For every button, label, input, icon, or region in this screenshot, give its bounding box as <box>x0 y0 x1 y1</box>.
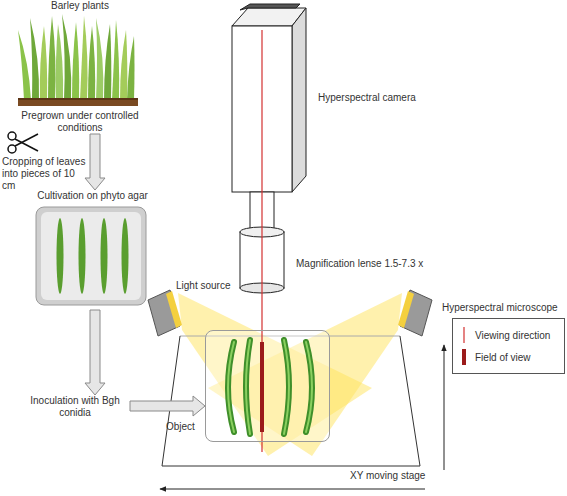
component-label: Light source <box>176 280 230 292</box>
grass-blade <box>80 16 88 100</box>
legend-row: Viewing direction <box>459 324 558 346</box>
grass-blade <box>40 26 47 100</box>
soil-edge <box>18 98 138 100</box>
grass-blade <box>88 26 95 100</box>
stage-edge <box>400 336 420 466</box>
object-plate <box>205 330 330 442</box>
step-heading: Object <box>166 421 195 433</box>
grass-blade <box>112 20 119 100</box>
scissors-handle <box>8 145 16 153</box>
leaf-piece <box>122 218 129 294</box>
light-emitter <box>398 291 414 328</box>
step-note: Pregrown under controlled conditions <box>5 110 155 134</box>
light-emitter <box>166 291 182 328</box>
legend-line-sample <box>463 327 464 343</box>
arrow-label: Cropping of leaves into pieces of 10 cm <box>2 156 86 192</box>
legend-row: Field of view <box>459 346 558 368</box>
legend-box: Viewing directionField of view <box>452 318 565 374</box>
scissors-blade <box>15 134 38 146</box>
step-heading: Barley plants <box>5 0 155 12</box>
grass-blade <box>30 18 39 100</box>
dish-rim <box>36 207 146 305</box>
soil <box>18 98 138 106</box>
step-heading: Cultivation on phyto agar <box>25 190 160 202</box>
stage-edge <box>162 336 180 466</box>
grass-blade <box>18 30 31 100</box>
leaf-piece <box>101 218 108 294</box>
grass-blade <box>62 14 71 100</box>
legend-sample <box>459 348 469 366</box>
leaf-highlight <box>284 340 289 434</box>
inoculation-step: Inoculation with Bgh conidia <box>20 395 130 431</box>
leaf <box>306 342 312 432</box>
flow-arrow <box>85 134 105 190</box>
component-label: XY moving stage <box>350 470 425 482</box>
object-plate-box: Object <box>205 330 330 442</box>
grass-blade <box>104 24 111 100</box>
leaf <box>246 340 250 434</box>
legend-text: Field of view <box>475 352 531 363</box>
x-motion-arrow <box>160 489 425 490</box>
grass-blade <box>72 22 79 100</box>
barley-leaves <box>228 340 312 434</box>
legend-line-sample <box>462 349 466 365</box>
legend-sample <box>459 326 469 344</box>
y-motion-arrow <box>444 345 445 470</box>
camera-side <box>292 8 306 192</box>
dish-step: Cultivation on phyto agar <box>25 190 160 310</box>
plant-step: Barley plantsPregrown under controlled c… <box>5 0 155 134</box>
component-label: Magnification lense 1.5-7.3 x <box>296 258 423 270</box>
step-heading: Inoculation with Bgh conidia <box>20 395 130 419</box>
stage-edge <box>162 466 420 467</box>
legend-text: Viewing direction <box>475 330 550 341</box>
camera-cap <box>240 4 300 10</box>
scissors-icon <box>8 132 38 153</box>
barley-plants <box>18 14 138 106</box>
leaf-piece <box>79 218 86 294</box>
leaf <box>284 340 289 434</box>
leaf <box>228 342 234 432</box>
grass-blade <box>127 36 135 100</box>
hyperspectral-camera <box>232 4 306 192</box>
grass-blade <box>56 24 63 100</box>
component-label: Hyperspectral camera <box>318 92 416 104</box>
leaf-highlight <box>228 342 234 432</box>
petri-dish <box>36 207 146 305</box>
scissors-handle <box>8 132 16 140</box>
flow-arrow <box>85 310 105 395</box>
leaf-highlight <box>246 340 250 434</box>
leaf-highlight <box>306 342 312 432</box>
viewing-direction-line <box>261 30 262 452</box>
grass-blade <box>48 16 56 100</box>
leaf-piece <box>57 218 64 294</box>
grass-blade <box>120 30 127 100</box>
field-of-view-line <box>260 342 264 432</box>
legend-heading: Hyperspectral microscope <box>442 302 558 314</box>
grass-blade <box>96 18 103 100</box>
phyto-agar <box>41 212 141 300</box>
flow-arrow <box>130 396 205 416</box>
